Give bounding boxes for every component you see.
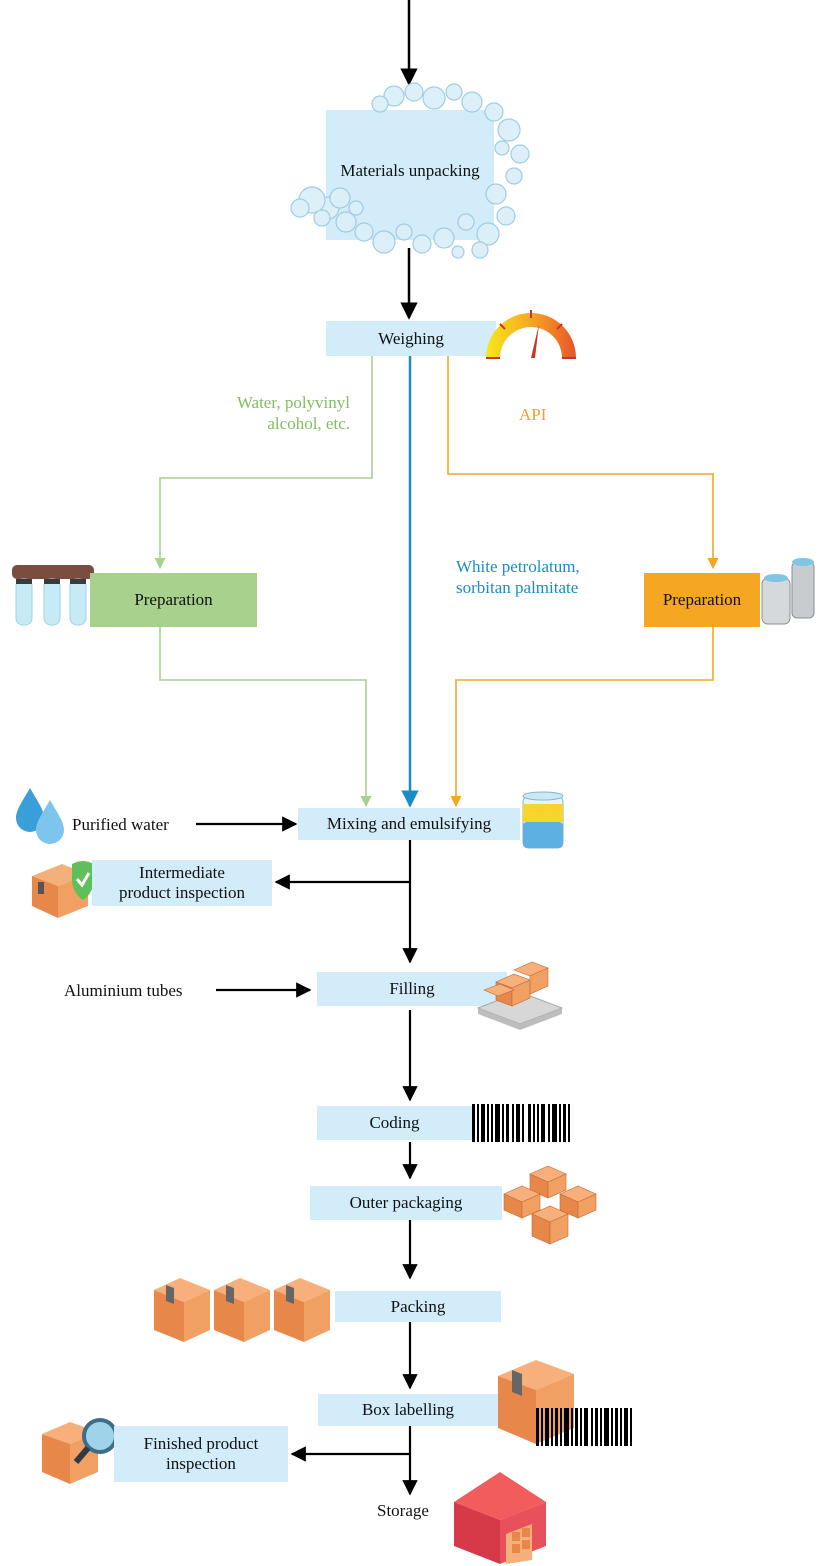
orange-branch-to-mix — [450, 626, 714, 808]
step-box-labelling: Box labelling — [318, 1394, 498, 1426]
step-preparation-right: Preparation — [644, 573, 760, 627]
step-filling: Filling — [317, 972, 507, 1006]
step-coding: Coding — [317, 1106, 472, 1140]
step-outer-packaging: Outer packaging — [310, 1186, 502, 1220]
step-preparation-left: Preparation — [90, 573, 257, 627]
step-mixing-emulsifying: Mixing and emulsifying — [298, 808, 520, 840]
input-api: API — [519, 405, 547, 424]
input-water-alcohol: Water, polyvinyl alcohol, etc. — [236, 393, 350, 433]
gauge-icon — [486, 310, 576, 359]
step-finished-inspection: Finished product inspection — [114, 1426, 288, 1482]
warehouse-icon — [454, 1472, 546, 1564]
input-purified-water: Purified water — [72, 815, 169, 834]
step-weighing: Weighing — [326, 321, 496, 356]
milk-cans-icon — [761, 558, 815, 625]
green-branch-down — [154, 356, 373, 570]
box-check-icon — [32, 861, 94, 918]
step-intermediate-inspection: Intermediate product inspection — [92, 860, 272, 906]
beaker-icon — [522, 791, 564, 849]
water-drops-icon — [16, 788, 64, 844]
bubbles-icon — [290, 82, 530, 259]
boxes-icon — [503, 1165, 597, 1245]
green-branch-to-mix — [159, 626, 372, 808]
filter-cartridges-icon — [12, 565, 94, 626]
box-magnifier-icon — [42, 1418, 118, 1484]
step-materials-unpacking: Materials unpacking — [340, 161, 480, 180]
orange-branch-down — [447, 356, 719, 570]
barcode-icon — [472, 1104, 570, 1142]
boxes-icon — [154, 1278, 330, 1342]
pallet-boxes-icon — [476, 961, 564, 1030]
step-storage: Storage — [377, 1501, 429, 1520]
input-petrolatum: White petrolatum, sorbitan palmitate — [456, 557, 580, 597]
input-aluminium-tubes: Aluminium tubes — [64, 981, 183, 1000]
step-packing: Packing — [335, 1291, 501, 1322]
box-barcode-icon — [498, 1360, 632, 1446]
